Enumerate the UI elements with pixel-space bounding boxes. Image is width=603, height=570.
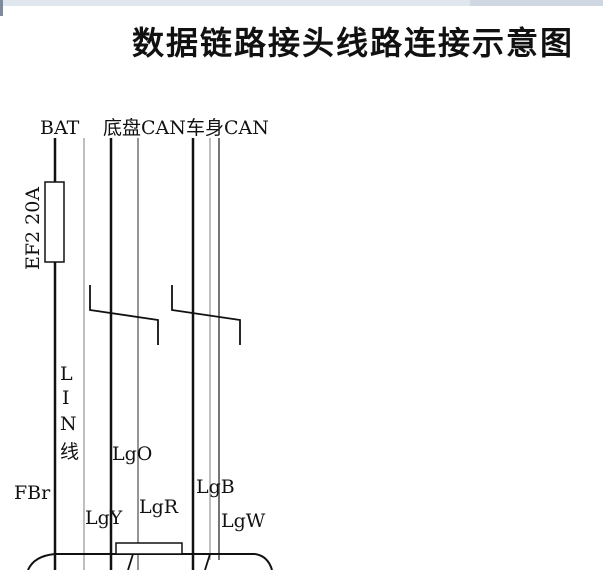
lgy-label: LgY [85, 507, 123, 529]
diagram-title: 数据链路接头线路连接示意图 [132, 24, 575, 62]
lin-label-i: I [62, 387, 70, 409]
lgb-label: LgB [196, 476, 235, 498]
connector-slant-1 [127, 553, 134, 570]
connector-outline-right [254, 553, 273, 570]
lgo-label: LgO [112, 443, 152, 465]
chassis-can-label: 底盘CAN [103, 117, 186, 139]
fuse-label: EF2 20A [22, 187, 44, 270]
top-strip-right [470, 0, 603, 6]
lin-label-n: N [60, 413, 77, 435]
connector-slant-2 [204, 553, 211, 570]
lgr-label: LgR [139, 496, 179, 518]
connector-outline-left [27, 553, 56, 570]
lin-label-xian: 线 [60, 441, 79, 463]
fuse-box [44, 181, 65, 263]
corner-mark [0, 0, 3, 16]
window-top-strip [0, 0, 603, 6]
fbr-label: FBr [14, 482, 51, 504]
bat-label: BAT [40, 117, 80, 139]
connector-latch [115, 542, 183, 555]
lgw-label: LgW [221, 510, 266, 532]
top-strip-left [0, 0, 470, 6]
twist-symbol-body [171, 285, 241, 345]
lin-label-l: L [60, 363, 73, 385]
twist-symbol-chassis [89, 285, 159, 345]
body-can-label: 车身CAN [186, 117, 269, 139]
